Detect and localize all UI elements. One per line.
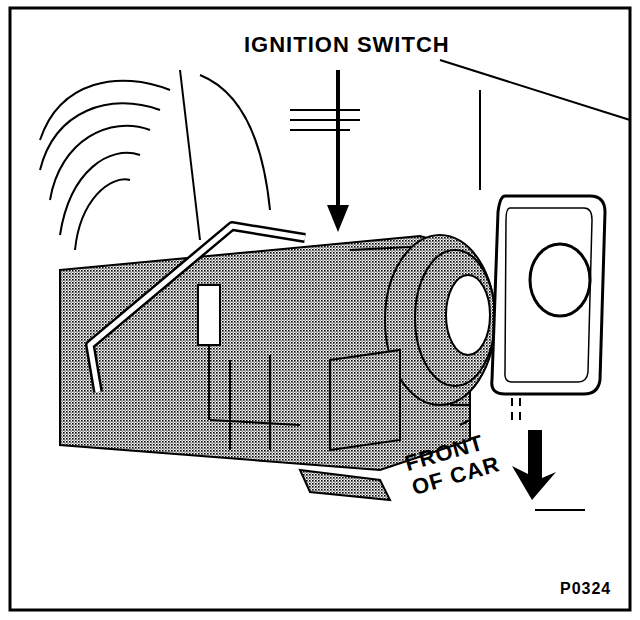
frame-border	[10, 8, 630, 610]
actuator-rod	[90, 226, 305, 420]
ignition-key	[492, 196, 605, 420]
figure-number: P0324	[560, 580, 630, 598]
figure-number-holder: P0324	[560, 580, 630, 598]
callout-arrow	[327, 70, 349, 232]
callout-label: IGNITION SWITCH	[244, 32, 524, 57]
callout-label-holder: IGNITION SWITCH	[244, 32, 524, 57]
front-arrow	[512, 430, 585, 510]
